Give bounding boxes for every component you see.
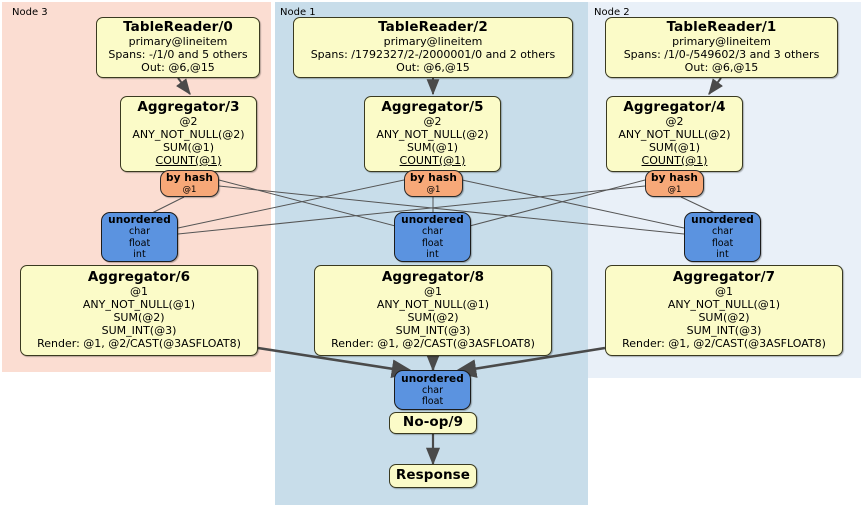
node-line: SUM(@1) (406, 140, 459, 154)
node-line: @1 (182, 184, 197, 195)
node-tablereader-0[interactable]: TableReader/0 primary@lineitem Spans: -/… (96, 17, 260, 78)
node-line: int (426, 248, 439, 260)
node-title: by hash (650, 172, 698, 185)
node-title: Aggregator/5 (381, 99, 484, 116)
node-line: ANY_NOT_NULL(@1) (667, 298, 781, 311)
node-title: Aggregator/7 (672, 269, 776, 286)
node-line: ANY_NOT_NULL(@2) (376, 127, 489, 141)
node-line-underlined: COUNT(@1) (399, 153, 466, 167)
node-title: unordered (401, 372, 464, 385)
panel-label-node-3: Node 3 (12, 7, 48, 18)
node-line: Spans: /1/0-/549602/3 and 3 others (623, 47, 820, 61)
node-aggregator-5[interactable]: Aggregator/5 @2 ANY_NOT_NULL(@2) SUM(@1)… (364, 96, 501, 172)
node-line-underlined: COUNT(@1) (155, 153, 222, 167)
node-tablereader-2[interactable]: TableReader/2 primary@lineitem Spans: /1… (293, 17, 573, 78)
node-line: @1 (715, 285, 733, 299)
node-line: @1 (426, 184, 441, 195)
node-title: by hash (165, 172, 213, 185)
node-line: int (716, 248, 729, 260)
node-title: unordered (691, 214, 754, 226)
node-line: primary@lineitem (383, 35, 483, 48)
node-line: Out: @6,@15 (684, 60, 759, 74)
node-aggregator-8[interactable]: Aggregator/8 @1 ANY_NOT_NULL(@1) SUM(@2)… (314, 265, 552, 356)
node-title: No-op/9 (402, 414, 464, 431)
node-no-op-9[interactable]: No-op/9 (389, 412, 477, 434)
node-line: char (712, 226, 733, 238)
node-aggregator-4[interactable]: Aggregator/4 @2 ANY_NOT_NULL(@2) SUM(@1)… (606, 96, 743, 172)
node-line: float (421, 237, 444, 249)
node-line: float (421, 396, 444, 408)
node-line: SUM(@2) (698, 310, 750, 324)
node-title: unordered (401, 214, 464, 226)
node-line: ANY_NOT_NULL(@2) (618, 127, 731, 141)
node-line: Render: @1, @2/CAST(@3ASFLOAT8) (622, 336, 826, 350)
node-line-underlined: COUNT(@1) (641, 153, 708, 167)
node-title: Aggregator/8 (381, 269, 485, 286)
node-line: SUM_INT(@3) (395, 323, 471, 337)
node-line: char (422, 226, 443, 238)
node-line: Render: @1, @2/CAST(@3ASFLOAT8) (331, 336, 535, 350)
node-title: TableReader/2 (378, 19, 488, 36)
node-router-by-hash-right[interactable]: by hash @1 (645, 170, 704, 197)
node-line: primary@lineitem (128, 35, 228, 48)
node-title: by hash (409, 172, 457, 185)
node-line: char (422, 384, 443, 396)
node-stream-unordered-right[interactable]: unordered char float int (684, 212, 761, 262)
node-router-by-hash-mid[interactable]: by hash @1 (404, 170, 463, 197)
node-line: @2 (665, 115, 684, 129)
node-response[interactable]: Response (389, 464, 477, 488)
node-title: Aggregator/6 (87, 269, 191, 286)
node-line: float (711, 237, 734, 249)
node-line: Out: @6,@15 (141, 60, 215, 74)
node-line: Out: @6,@15 (396, 60, 470, 74)
node-line: char (129, 226, 150, 238)
node-line: ANY_NOT_NULL(@1) (376, 298, 490, 311)
node-stream-unordered-left[interactable]: unordered char float int (101, 212, 178, 262)
node-line: Render: @1, @2/CAST(@3ASFLOAT8) (37, 336, 241, 350)
node-line: Spans: -/1/0 and 5 others (108, 47, 248, 61)
node-line: @1 (667, 184, 682, 195)
node-line: SUM(@2) (407, 310, 459, 324)
node-line: @2 (179, 115, 198, 129)
node-title: Aggregator/4 (623, 99, 726, 116)
node-title: Aggregator/3 (137, 99, 240, 116)
node-line: ANY_NOT_NULL(@1) (82, 298, 196, 311)
node-line: SUM_INT(@3) (101, 323, 177, 337)
node-aggregator-3[interactable]: Aggregator/3 @2 ANY_NOT_NULL(@2) SUM(@1)… (120, 96, 257, 172)
node-router-by-hash-left[interactable]: by hash @1 (160, 170, 219, 197)
node-title: unordered (108, 214, 171, 226)
node-line: float (128, 237, 151, 249)
node-stream-unordered-mid[interactable]: unordered char float int (394, 212, 471, 262)
node-title: Response (395, 467, 471, 484)
node-line: SUM(@2) (113, 310, 165, 324)
node-line: @1 (424, 285, 442, 299)
node-tablereader-1[interactable]: TableReader/1 primary@lineitem Spans: /1… (605, 17, 838, 78)
panel-label-node-2: Node 2 (594, 7, 630, 18)
panel-label-node-1: Node 1 (280, 7, 316, 18)
node-line: ANY_NOT_NULL(@2) (132, 127, 245, 141)
node-line: @1 (130, 285, 148, 299)
node-line: SUM_INT(@3) (686, 323, 762, 337)
node-line: int (133, 248, 146, 260)
node-stream-unordered-final[interactable]: unordered char float (394, 370, 471, 410)
node-aggregator-6[interactable]: Aggregator/6 @1 ANY_NOT_NULL(@1) SUM(@2)… (20, 265, 258, 356)
node-line: primary@lineitem (672, 35, 771, 48)
node-line: @2 (423, 115, 442, 129)
node-line: SUM(@1) (162, 140, 215, 154)
node-line: SUM(@1) (648, 140, 701, 154)
node-aggregator-7[interactable]: Aggregator/7 @1 ANY_NOT_NULL(@1) SUM(@2)… (605, 265, 843, 356)
node-title: TableReader/1 (666, 19, 777, 36)
node-line: Spans: /1792327/2-/2000001/0 and 2 other… (310, 47, 556, 61)
node-title: TableReader/0 (123, 19, 233, 36)
